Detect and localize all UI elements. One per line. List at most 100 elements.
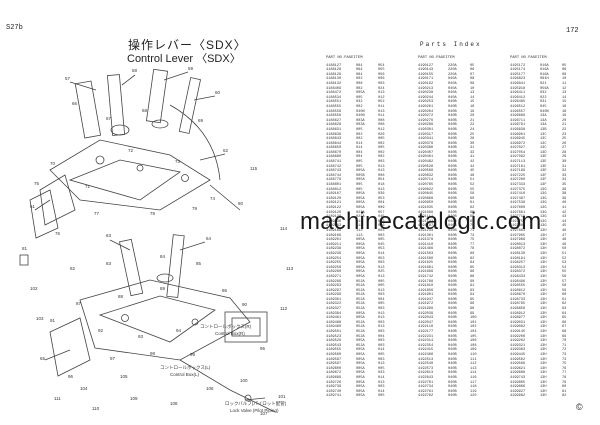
part-number: 4197863 (510, 228, 526, 233)
copyright-symbol: © (576, 402, 583, 412)
part-number: 4198372 (510, 270, 526, 275)
page-ref: 13H (540, 330, 547, 335)
page-ref: 13G (540, 201, 547, 206)
item-number: 08 (562, 72, 567, 77)
part-number: 4197487 (510, 196, 526, 201)
item-number: 70 (562, 339, 567, 344)
item-number: 054 (378, 63, 385, 68)
part-number: 4192039 (418, 311, 434, 316)
page-ref: 040B (448, 371, 457, 376)
page-ref: 023A (356, 210, 365, 215)
item-number: 053 (378, 196, 385, 201)
item-number: 055 (378, 68, 385, 73)
part-number: 4188534 (326, 95, 342, 100)
item-number: 014 (378, 251, 385, 256)
item-number: 26 (562, 141, 567, 146)
item-number: 56 (562, 274, 567, 279)
item-number: 48 (470, 173, 475, 178)
page-ref: 040A (448, 86, 457, 91)
item-number: 012 (378, 95, 385, 100)
part-number: 4197225 (510, 173, 526, 178)
item-number: 013 (378, 265, 385, 270)
part-number: 4190261 (418, 104, 434, 109)
item-number: 003 (378, 330, 385, 335)
item-number: 69 (562, 334, 567, 339)
item-number: 33 (470, 150, 475, 155)
page-ref: 040B (448, 238, 457, 243)
page-ref: 003A (356, 123, 365, 128)
page-ref: 040B (448, 330, 457, 335)
item-number: 22 (470, 123, 475, 128)
part-number: 4199082 (510, 325, 526, 330)
page-title-english: Control Lever 〈SDX〉 (127, 53, 241, 65)
item-number: 55 (562, 270, 567, 275)
item-number: 39 (562, 196, 567, 201)
part-number: 4199502 (510, 357, 526, 362)
callout-number: 113 (286, 266, 294, 271)
page-ref: 13E (540, 155, 547, 160)
part-number: 4189597 (326, 362, 342, 367)
part-number: 4196412 (510, 95, 526, 100)
item-number: 52 (562, 256, 567, 261)
page-ref: 005A (356, 261, 365, 266)
callout-number: 93 (138, 334, 144, 339)
item-number: 003 (378, 320, 385, 325)
part-number: 4189384 (326, 311, 342, 316)
page-ref: 052A (356, 330, 365, 335)
page-ref: 040B (448, 233, 457, 238)
item-number: 58 (562, 284, 567, 289)
item-number: 20 (470, 114, 475, 119)
item-number: 62 (470, 206, 475, 210)
page-ref: 040B (448, 146, 457, 151)
item-number: 62 (562, 302, 567, 307)
item-number: 025 (378, 270, 385, 275)
item-number: 11 (562, 81, 567, 86)
item-number: 99 (470, 311, 475, 316)
item-number: 96 (470, 302, 475, 307)
part-number: 4191742 (418, 274, 434, 279)
item-number: 91 (470, 284, 475, 289)
item-number: 09 (470, 81, 475, 86)
part-number: 4190143 (418, 68, 434, 73)
part-number: 4192701 (418, 380, 434, 385)
callout-number: 67 (106, 116, 112, 121)
item-number: 013 (378, 164, 385, 169)
item-number: 013 (378, 169, 385, 174)
part-number: 4190341 (418, 137, 434, 142)
item-number: 75 (562, 362, 567, 367)
page-ref: 040B (448, 247, 457, 252)
part-number: 4192513 (418, 357, 434, 362)
item-number: 88 (470, 274, 475, 279)
part-number: 4188741 (326, 160, 342, 165)
part-number: 4188650 (326, 146, 342, 151)
page-ref: 005A (356, 357, 365, 362)
